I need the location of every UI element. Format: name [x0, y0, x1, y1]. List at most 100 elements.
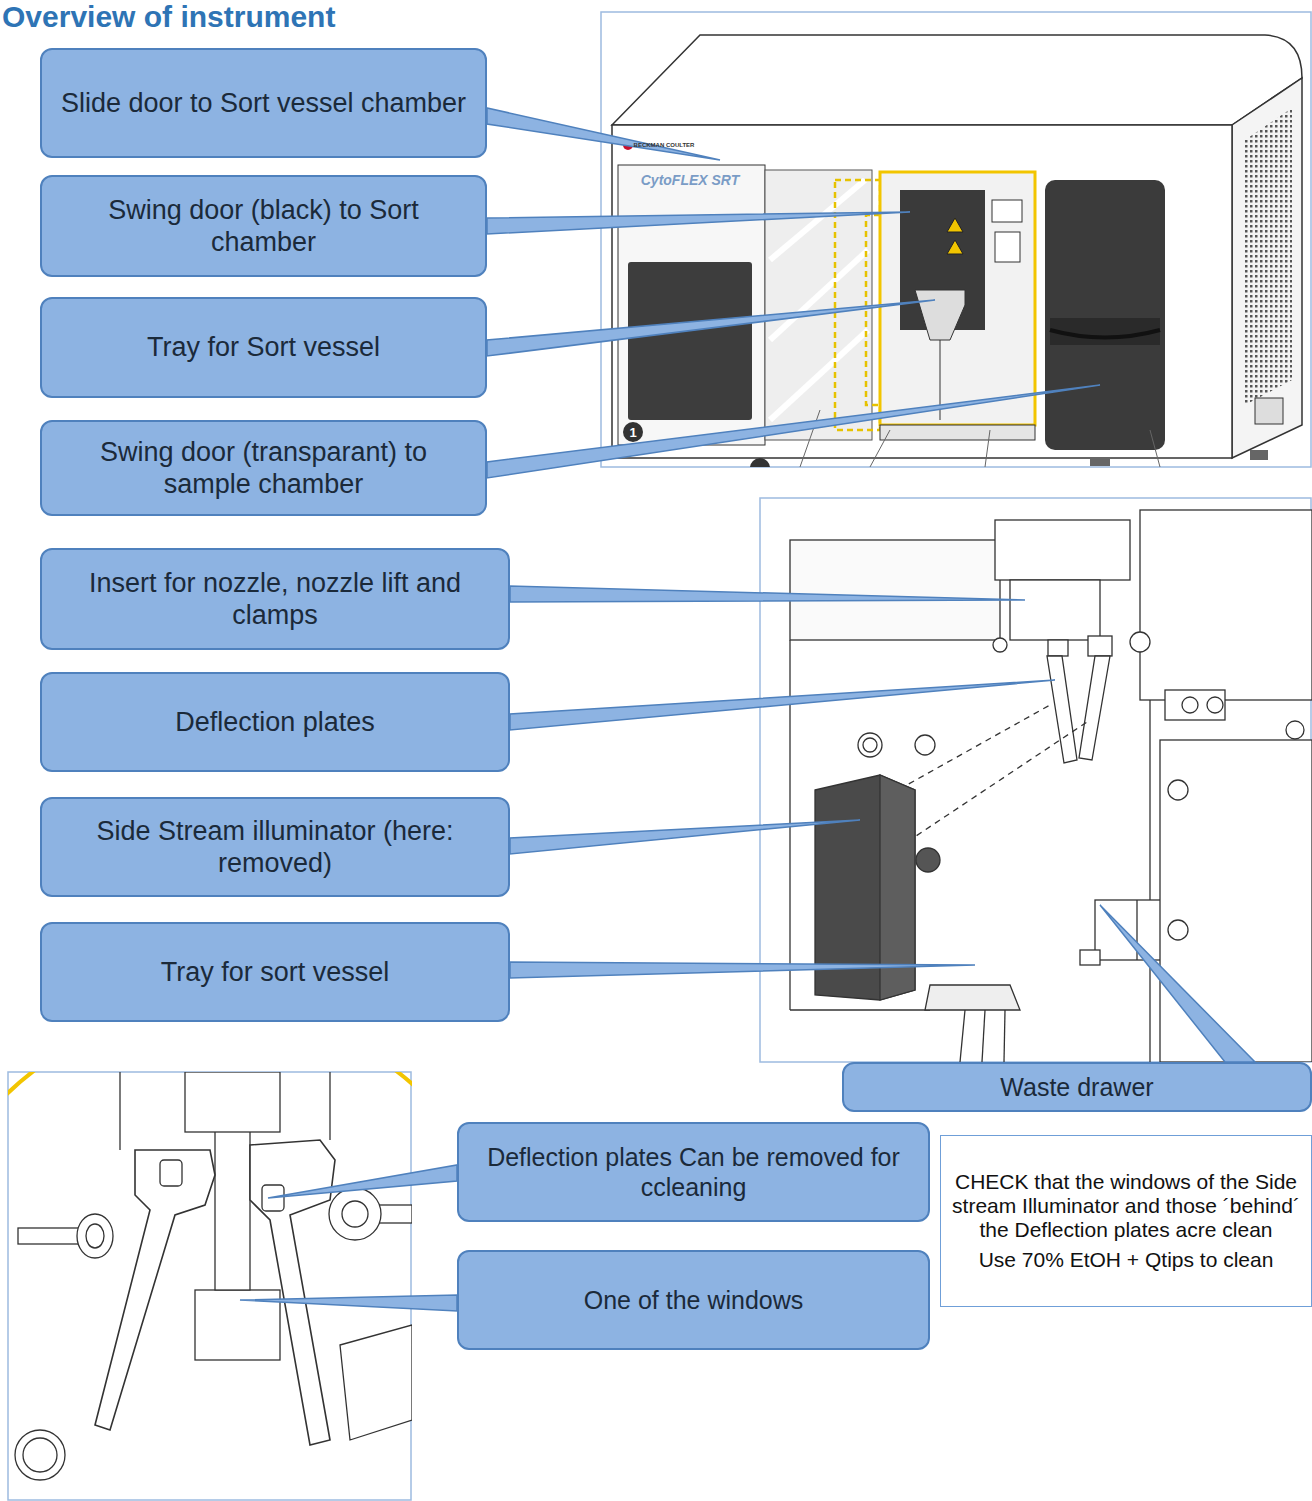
instrument-view-part-part [947, 240, 963, 254]
plates-closeup-part-part [250, 1140, 335, 1445]
leader-wedges-part [268, 1165, 457, 1198]
plates-closeup-part-part [77, 1214, 113, 1258]
chamber-view-part-part [1168, 920, 1188, 940]
callout-box: Deflection plates Can be removed for ccl… [457, 1122, 930, 1222]
leader-wedges-part [487, 108, 720, 160]
callout-box: Tray for Sort vessel [40, 297, 487, 398]
chamber-view-part-part [790, 540, 1000, 640]
instrument-view-part-part [1050, 318, 1160, 345]
plates-closeup-part-part [8, 1072, 412, 1500]
instrument-view-part-part [1232, 78, 1302, 458]
instrument-view-part-part [947, 218, 963, 232]
callout-text: Waste drawer [1000, 1072, 1153, 1102]
chamber-view-part-part [1010, 580, 1100, 640]
callout-box: Tray for sort vessel [40, 922, 510, 1022]
callout-text: Deflection plates Can be removed for ccl… [473, 1142, 914, 1202]
chamber-view-part-part [1160, 740, 1312, 1062]
chamber-view-part-part [1004, 1010, 1005, 1062]
instrument-view-part-part [880, 172, 1035, 425]
callout-text: Tray for Sort vessel [147, 331, 380, 363]
chamber-view-part-part [1182, 697, 1198, 713]
leader-wedges-part [510, 820, 860, 854]
instrument-view [601, 12, 1311, 478]
instrument-view-part-part [628, 262, 752, 420]
instrument-view-part-part [915, 290, 965, 340]
instrument-view-part-part [623, 422, 643, 442]
callout-box: Deflection plates [40, 672, 510, 772]
instrument-view-part [601, 12, 1311, 467]
instrument-view-part-part [612, 35, 1302, 125]
plates-closeup-part-part [342, 1201, 368, 1227]
leader-wedges-part [1100, 905, 1255, 1062]
callout-box: One of the windows [457, 1250, 930, 1350]
callout-box: Swing door (transparant) to sample chamb… [40, 420, 487, 516]
callout-text: Insert for nozzle, nozzle lift and clamp… [56, 567, 494, 632]
chamber-view-part-part [925, 985, 1020, 1010]
instrument-view-part-part [618, 165, 765, 445]
callout-text: Swing door (transparant) to sample chamb… [56, 436, 471, 501]
chamber-view-part-part [982, 1010, 985, 1062]
instrument-name: CytoFLEX SRT [641, 172, 740, 188]
callout-text: Use 70% EtOH + Qtips to clean [979, 1248, 1274, 1272]
instrument-view-part-part [770, 330, 868, 420]
instrument-view-part-part [1250, 450, 1268, 460]
plates-closeup-part-part [340, 1325, 412, 1440]
leader-wedges-part [487, 212, 910, 234]
chamber-view-part-part [1130, 632, 1150, 652]
callout-text: Deflection plates [175, 706, 375, 738]
instrument-view-part-part [985, 430, 990, 467]
instrument-view-part-part [1090, 458, 1110, 466]
plates-closeup-part-part [119, 1072, 120, 1150]
page-title: Overview of instrument [2, 0, 335, 34]
leader-wedges-part [487, 300, 935, 356]
instrument-view-part-part [1255, 398, 1283, 424]
callout-box: Slide door to Sort vessel chamber [40, 48, 487, 158]
instrument-view-part-part [880, 425, 1035, 440]
chamber-view-part-part [1149, 700, 1150, 1062]
callout-text: Slide door to Sort vessel chamber [61, 87, 466, 119]
chamber-view-part-part [790, 1009, 930, 1010]
callout-box: Insert for nozzle, nozzle lift and clamp… [40, 548, 510, 650]
chamber-view-part-part [1047, 656, 1077, 763]
instrument-view-part-part [870, 430, 890, 467]
instrument-view-part-part [800, 410, 820, 467]
instrument-view-part-part [995, 232, 1020, 262]
leader-wedges-part [487, 385, 1100, 478]
callout-number: 1 [629, 425, 636, 440]
callout-text: CHECK that the windows of the Side strea… [951, 1170, 1301, 1242]
chamber-view-part-part [863, 738, 877, 752]
callout-box: Swing door (black) to Sort chamber [40, 175, 487, 277]
plates-closeup [0, 1010, 515, 1501]
plates-closeup-part [8, 1072, 411, 1500]
plates-closeup-part-part [95, 1150, 215, 1430]
chamber-view-part-part [916, 848, 940, 872]
chamber-view-part-part [1140, 510, 1312, 700]
chamber-view-part-part [1080, 950, 1100, 965]
callout-box: Waste drawer [842, 1062, 1312, 1112]
instrument-view-part-part [1150, 430, 1160, 467]
plates-closeup-part-part [185, 1072, 280, 1132]
chamber-view-part [760, 498, 1311, 1062]
instrument-view-part [612, 35, 1302, 467]
instrument-view-part-part [750, 458, 770, 467]
leader-wedges-part [510, 962, 975, 978]
callout-box: Side Stream illuminator (here: removed) [40, 797, 510, 897]
chamber-view-part-part [915, 735, 935, 755]
plates-closeup-part-part [18, 1228, 80, 1244]
plates-closeup-part-part [329, 1188, 381, 1240]
chamber-view [760, 498, 1312, 1062]
leader-wedges-part [510, 586, 1025, 602]
instrument-view-part-part [1245, 108, 1292, 405]
chamber-view-part-part [993, 638, 1007, 652]
chamber-view-part-part [1079, 656, 1110, 760]
instrument-view-part-part [1050, 330, 1160, 338]
note-box: CHECK that the windows of the Side strea… [940, 1135, 1312, 1307]
plates-closeup-part-part [329, 1072, 330, 1140]
chamber-view-part-part [1286, 721, 1304, 739]
callout-text: Swing door (black) to Sort chamber [56, 194, 471, 259]
chamber-view-part-part [1207, 697, 1223, 713]
chamber-view-part [790, 510, 1312, 1062]
plates-closeup-part [8, 1072, 412, 1500]
instrument-view-part-part [765, 170, 872, 440]
callout-text: Tray for sort vessel [161, 956, 390, 988]
